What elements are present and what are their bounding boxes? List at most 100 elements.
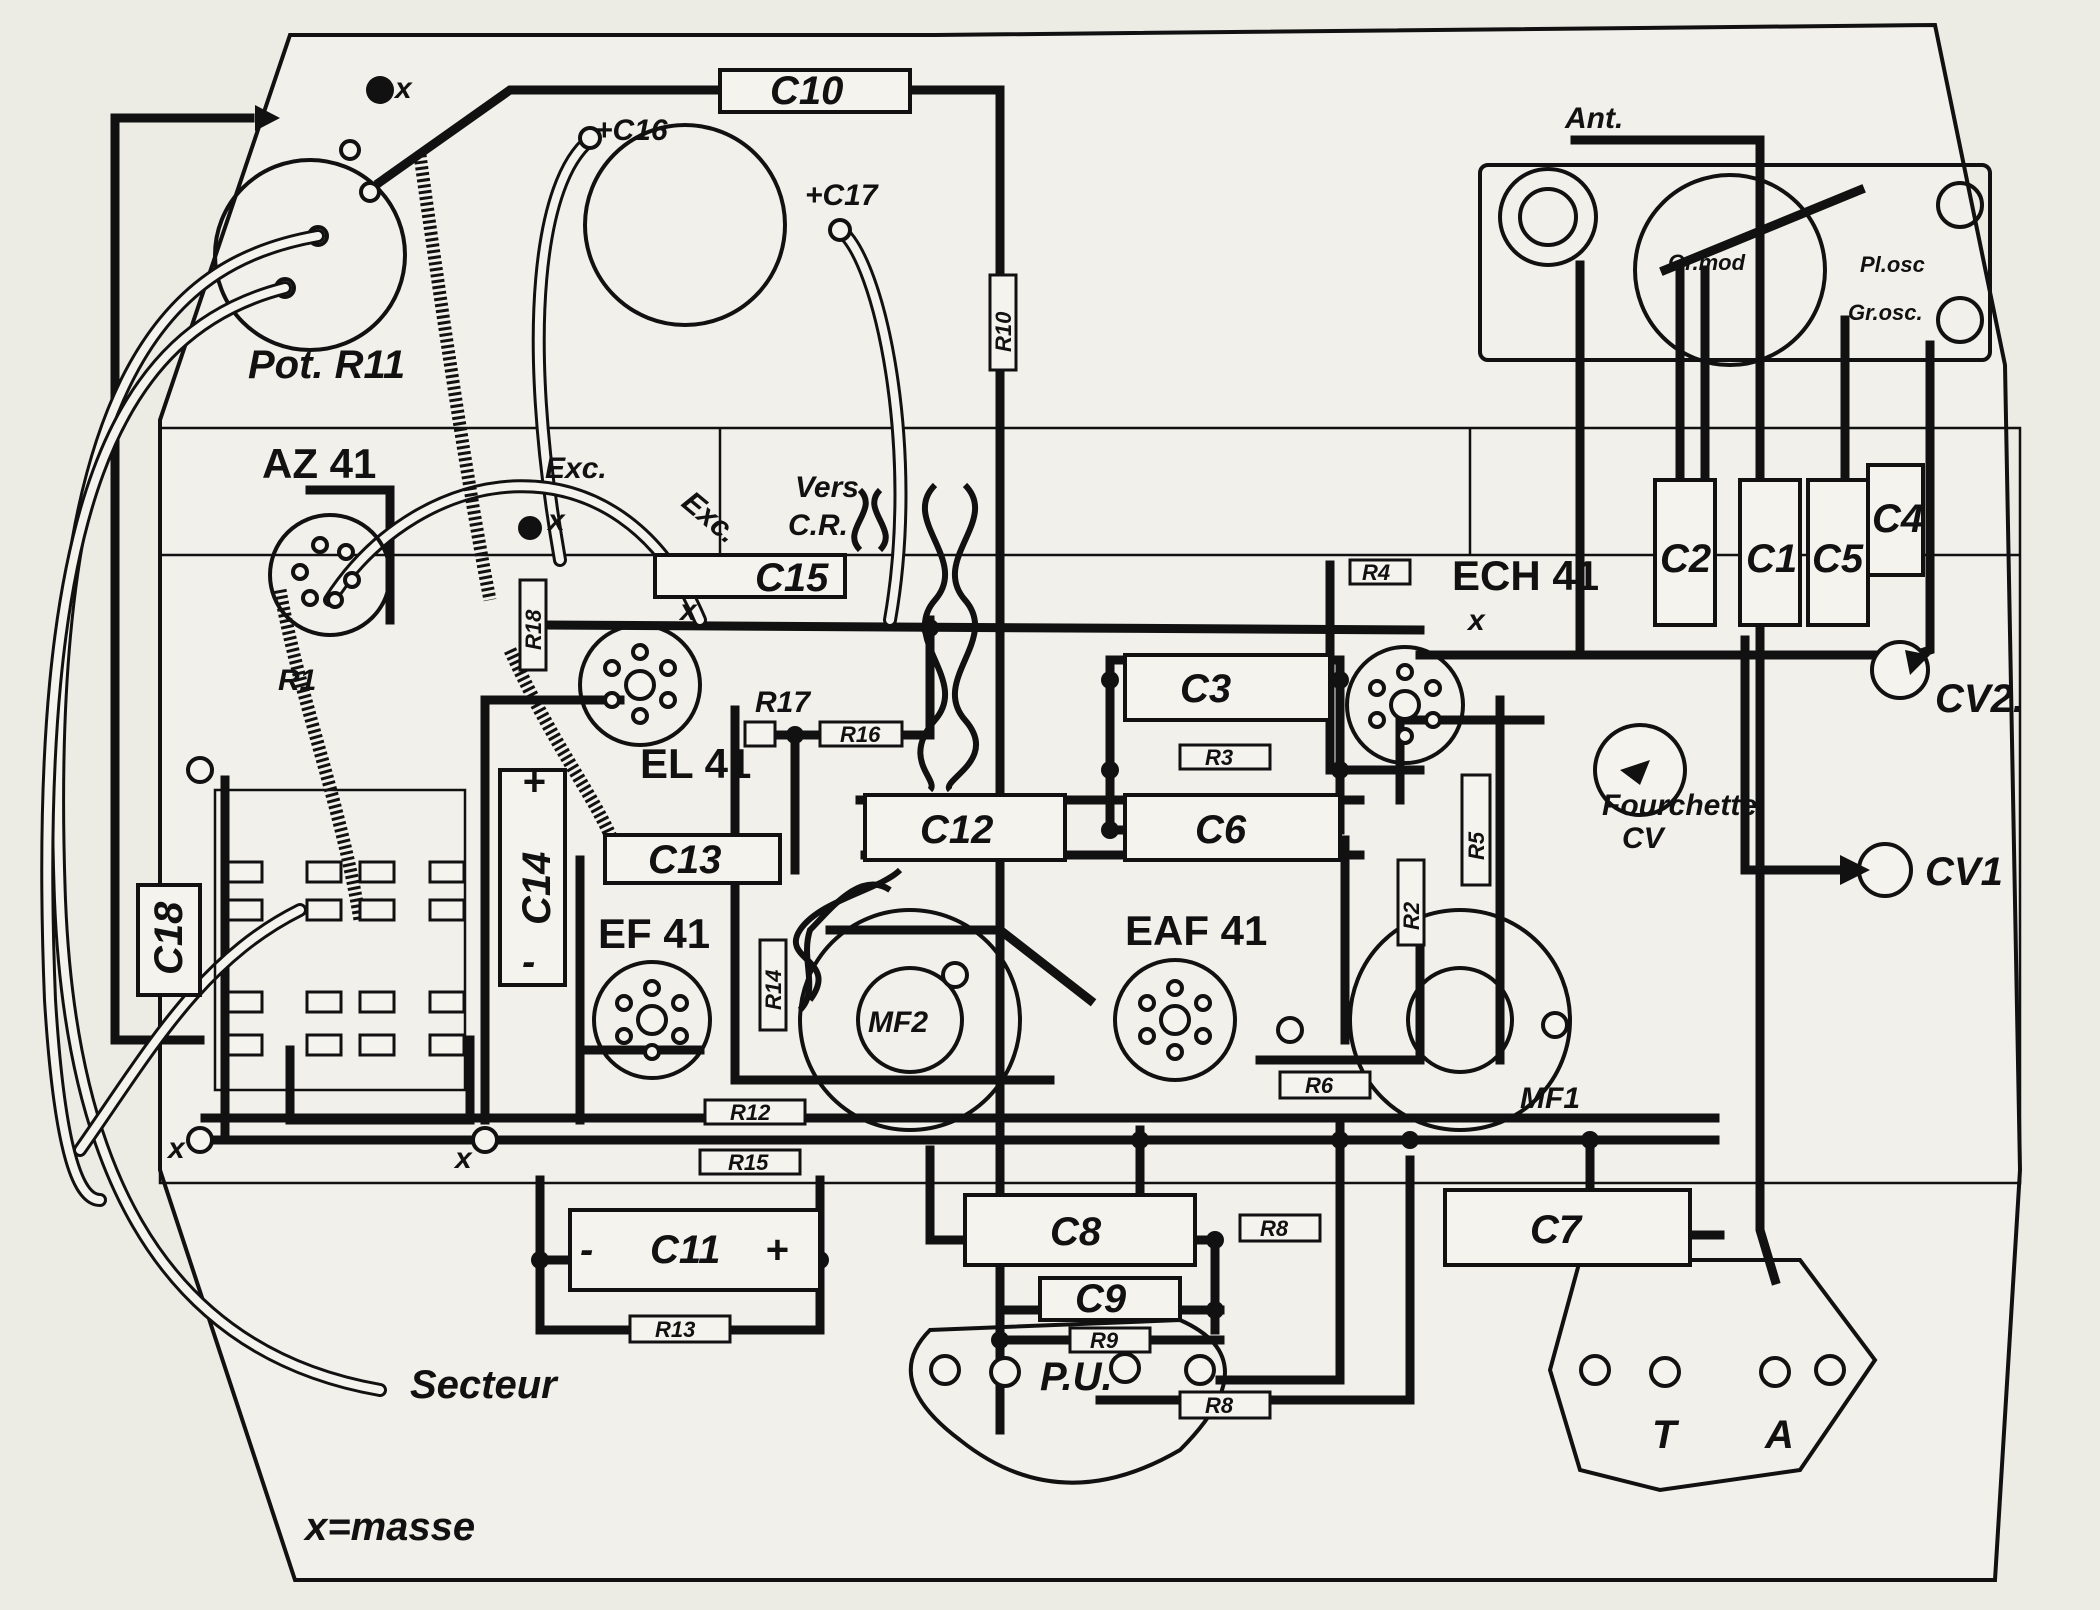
gr-osc-label: Gr.osc. bbox=[1848, 300, 1923, 325]
cap-c14-label: C14 bbox=[515, 852, 559, 925]
res-r9-label: R9 bbox=[1090, 1328, 1119, 1353]
res-r3-label: R3 bbox=[1205, 745, 1233, 770]
cap-c2 bbox=[1653, 478, 1717, 627]
cap-c4 bbox=[1866, 463, 1925, 577]
mf1-label: MF1 bbox=[1520, 1082, 1580, 1115]
res-r5-label: R5 bbox=[1464, 831, 1489, 860]
ant-label: Ant. bbox=[1564, 102, 1623, 135]
cap-c15-label: C15 bbox=[755, 556, 829, 600]
cap-c14-minus: - bbox=[522, 940, 535, 984]
arrows bbox=[1620, 650, 1930, 885]
ta-plate bbox=[1547, 1258, 1878, 1493]
cap-c3-label: C3 bbox=[1180, 667, 1231, 711]
cap-c3 bbox=[1123, 653, 1332, 722]
res-r3 bbox=[1178, 743, 1272, 771]
res-r8-lower bbox=[1178, 1390, 1272, 1420]
capacitors: C10 C15 C3 C6 C12 C13 + - C14 C18 - + C1… bbox=[136, 68, 1925, 1322]
cap-c4-label: C4 bbox=[1872, 497, 1923, 541]
cap-c5 bbox=[1806, 478, 1870, 627]
fourchette-cv-label: CV bbox=[1622, 822, 1667, 855]
res-r12-label: R12 bbox=[730, 1100, 771, 1125]
res-r2-label: R2 bbox=[1399, 901, 1424, 930]
cap-c6-label: C6 bbox=[1195, 808, 1247, 852]
res-r17-label: R17 bbox=[755, 686, 811, 719]
res-r8-upper bbox=[1238, 1213, 1322, 1243]
pot-label: Pot. R11 bbox=[248, 343, 405, 387]
res-r15-label: R15 bbox=[728, 1150, 769, 1175]
tube-ech41-socket bbox=[1345, 645, 1465, 765]
res-r2 bbox=[1396, 858, 1426, 947]
cap-c11-minus: - bbox=[580, 1228, 593, 1272]
twisted-pair bbox=[792, 482, 980, 1013]
x-mid: x bbox=[546, 504, 566, 537]
res-r8-lower-label: R8 bbox=[1205, 1393, 1234, 1418]
cap-c12 bbox=[863, 793, 1067, 862]
cap-c8 bbox=[963, 1193, 1197, 1267]
res-r6 bbox=[1278, 1070, 1372, 1100]
res-r8-upper-label: R8 bbox=[1260, 1216, 1289, 1241]
cap-c10 bbox=[718, 68, 912, 114]
exc-label-1: Exc. bbox=[545, 452, 607, 485]
res-r16-label: R16 bbox=[840, 722, 881, 747]
az41-label: AZ 41 bbox=[262, 440, 376, 487]
cap-c11 bbox=[568, 1208, 822, 1292]
resistors: R10 R18 R16 R3 R4 R5 R2 R6 R12 R15 R13 R… bbox=[278, 273, 1492, 1420]
a-label: A bbox=[1764, 1413, 1794, 1457]
res-r15 bbox=[698, 1148, 802, 1176]
secteur-label: Secteur bbox=[410, 1363, 559, 1407]
el41-label: EL 41 bbox=[640, 740, 751, 787]
cv2-label: CV2. bbox=[1935, 677, 2024, 721]
res-r10 bbox=[988, 273, 1018, 372]
res-r5 bbox=[1460, 773, 1492, 887]
res-r16 bbox=[818, 720, 904, 748]
cap-c5-label: C5 bbox=[1812, 537, 1864, 581]
ef41-label: EF 41 bbox=[598, 910, 710, 957]
x-transformer: x bbox=[453, 1142, 473, 1175]
tube-el41-socket bbox=[578, 623, 702, 747]
res-r18 bbox=[518, 578, 548, 672]
cap-c8-label: C8 bbox=[1050, 1210, 1102, 1254]
c16-label: +C16 bbox=[595, 114, 668, 147]
res-r4-label: R4 bbox=[1362, 560, 1390, 585]
mf2-label: MF2 bbox=[868, 1006, 928, 1039]
eaf41-label: EAF 41 bbox=[1125, 907, 1267, 954]
vers-label: Vers bbox=[795, 471, 859, 504]
res-r1-label: R1 bbox=[278, 664, 316, 697]
cap-c7 bbox=[1443, 1188, 1692, 1267]
pu-plate bbox=[908, 1317, 1227, 1485]
res-r14 bbox=[758, 938, 788, 1032]
tube-eaf41-socket bbox=[1113, 958, 1237, 1082]
x-left: x bbox=[166, 1132, 186, 1165]
res-r17 bbox=[743, 720, 777, 748]
gr-mod-label: Gr.mod bbox=[1668, 250, 1746, 275]
x-el41: x bbox=[678, 594, 698, 627]
cr-label: C.R. bbox=[788, 509, 848, 542]
cap-c11-plus: + bbox=[765, 1228, 788, 1272]
cap-c18-label: C18 bbox=[147, 901, 191, 975]
t-label: T bbox=[1652, 1413, 1680, 1457]
c17-label: +C17 bbox=[805, 179, 879, 212]
res-r14-label: R14 bbox=[761, 970, 786, 1010]
x-top: x bbox=[393, 72, 413, 105]
cap-c9-label: C9 bbox=[1075, 1277, 1127, 1321]
res-r13-label: R13 bbox=[655, 1317, 695, 1342]
cv1-label: CV1 bbox=[1925, 850, 2003, 894]
res-r10-label: R10 bbox=[991, 311, 1016, 352]
res-r6-label: R6 bbox=[1305, 1073, 1334, 1098]
labels: AZ 41 EL 41 EF 41 EAF 41 ECH 41 MF1 MF2 … bbox=[166, 72, 2024, 1549]
cap-c9 bbox=[1038, 1276, 1182, 1322]
fourchette-label: Fourchette bbox=[1602, 789, 1757, 822]
cap-c11-label: C11 bbox=[650, 1228, 720, 1272]
res-r13 bbox=[628, 1314, 732, 1344]
mf1-transformer bbox=[1348, 908, 1572, 1132]
pu-label: P.U. bbox=[1040, 1355, 1113, 1399]
mf2-transformer bbox=[798, 908, 1022, 1132]
cap-c10-label: C10 bbox=[770, 69, 843, 113]
cap-c12-label: C12 bbox=[920, 808, 993, 852]
res-r4 bbox=[1348, 558, 1412, 586]
cap-c1 bbox=[1738, 478, 1802, 627]
speaker-magnet bbox=[583, 123, 787, 327]
mains-transformer bbox=[213, 788, 467, 1092]
cap-c13 bbox=[603, 833, 782, 885]
